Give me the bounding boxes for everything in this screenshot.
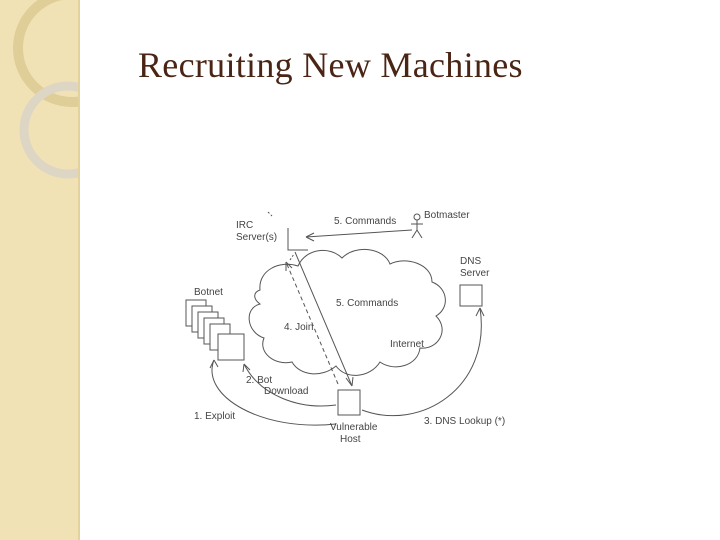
botnet-machines-icon [185,299,245,361]
irc-label-line2: Server(s) [236,232,277,243]
botnet-recruitment-diagram: IRC Server(s) 5. Commands Botmaster DNS … [185,210,505,445]
dns-lookup-label: 3. DNS Lookup (*) [424,416,505,427]
bot-download-label-line2: Download [264,386,308,397]
decorative-circles [13,0,78,179]
dns-server-icon [459,284,483,307]
join-label: 4. Join [284,322,313,333]
irc-server-icon [287,228,308,251]
bot-download-label-line1: 2. Bot [246,375,272,386]
slide-title: Recruiting New Machines [138,45,523,85]
vulnerable-host-icon [337,389,361,416]
commands-mid-label: 5. Commands [336,298,398,309]
botmaster-icon [411,213,423,239]
irc-label-line1: IRC [236,220,253,231]
dns-label-line2: Server [460,268,490,279]
internet-cloud [248,248,446,376]
botmaster-label: Botmaster [424,210,470,221]
commands-top-label: 5. Commands [334,216,396,227]
vulnerable-host-label-line1: Vulnerable [330,422,378,433]
dns-label-line1: DNS [460,256,481,267]
decorative-sidebar [0,0,80,540]
exploit-label: 1. Exploit [194,411,235,422]
vulnerable-host-label-line2: Host [340,434,361,445]
botnet-label: Botnet [194,287,223,298]
internet-label: Internet [390,339,424,350]
